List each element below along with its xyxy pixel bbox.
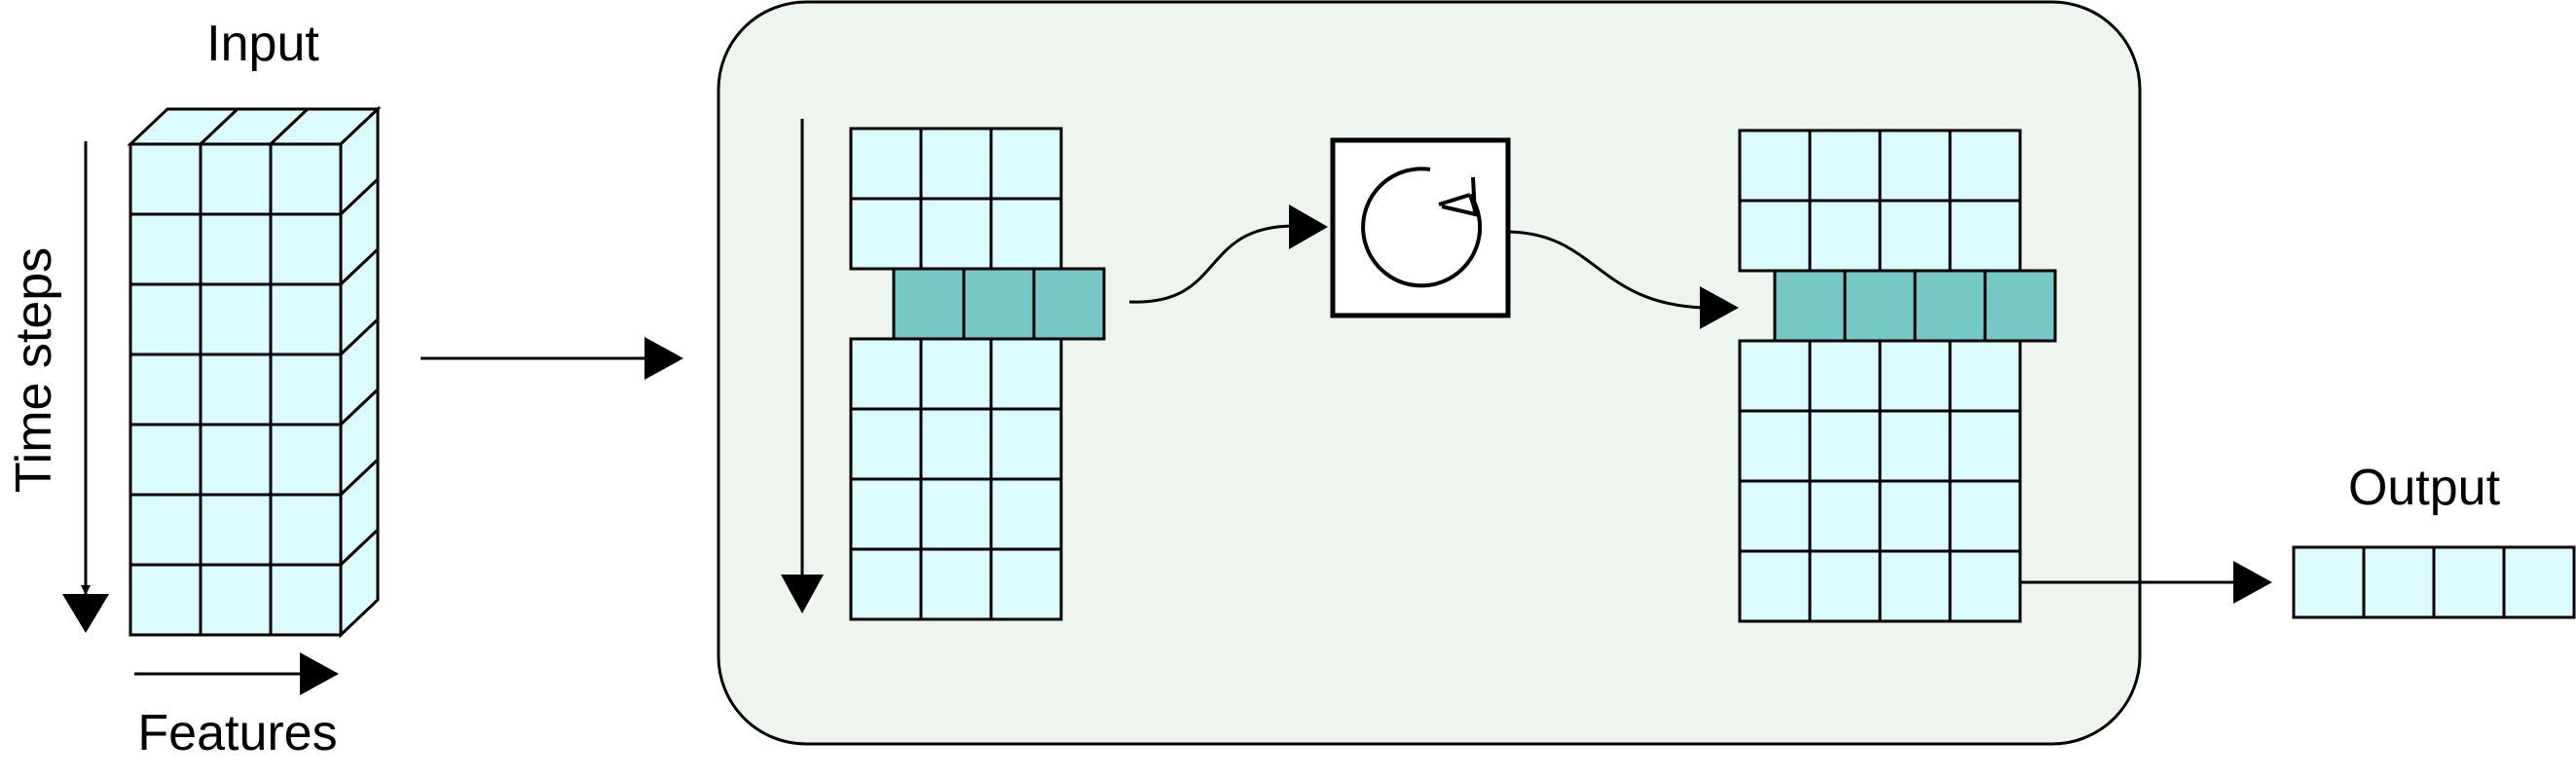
input-sequence-block [849,127,1106,621]
hidden-state-cell [1878,479,1952,553]
highlighted-time-step-cell [1983,269,2057,343]
sequence-cell [919,407,993,481]
hidden-state-cell [1738,199,1812,273]
input-cell [199,352,273,427]
input-cell [199,142,273,216]
highlighted-time-step-cell [1843,269,1917,343]
input-cell [269,352,343,427]
sequence-cell [849,407,923,481]
sequence-cell [919,197,993,271]
output-label: Output [2348,460,2501,516]
time-steps-arrowhead [62,594,109,633]
from-cell-arrowhead [1700,286,1739,329]
sequence-cell [989,407,1063,481]
input-cell [129,493,202,567]
input-cell [199,493,273,567]
hidden-state-cell [1948,549,2022,623]
to-cell-arrowhead [1289,204,1328,249]
output-vector [2292,545,2576,619]
hidden-state-cell [1948,199,2022,273]
input-cell [269,563,343,637]
hidden-state-cell [1808,549,1882,623]
hidden-state-cell [1808,129,1882,203]
input-cell [199,563,273,637]
output-cell [2292,545,2366,619]
hidden-state-cell [1878,129,1952,203]
input-cell [129,282,202,356]
input-tensor [127,105,382,639]
input-cell [269,423,343,497]
to-cell-curve [1128,224,1296,304]
sequence-cell [989,547,1063,621]
sequence-cell [989,127,1063,201]
sequence-cell [919,547,993,621]
input-cell [199,423,273,497]
output-cell [2502,545,2576,619]
hidden-state-cell [1878,199,1952,273]
input-cell [129,352,202,427]
sequence-cell [919,477,993,551]
features-label: Features [137,705,337,761]
hidden-state-cell [1808,339,1882,413]
highlighted-time-step-cell [892,267,966,341]
sequence-cell [849,127,923,201]
hidden-state-cell [1738,549,1812,623]
hidden-state-cell [1878,549,1952,623]
highlighted-time-step-cell [1773,269,1847,343]
time-steps-label: Time steps [6,247,62,493]
output-cell [2362,545,2436,619]
sequence-cell [989,477,1063,551]
sequence-cell [919,337,993,411]
input-label: Input [206,16,319,72]
hidden-state-cell [1948,129,2022,203]
input-cell [269,212,343,286]
sequence-cell [849,547,923,621]
input-cell [199,282,273,356]
input-cell [129,142,202,216]
sequence-cell [849,197,923,271]
to-output-arrowhead [2233,561,2272,604]
recurrent-cell [1330,137,1511,318]
from-cell-curve [1508,230,1705,310]
sequence-cell [989,197,1063,271]
input-cell [269,493,343,567]
hidden-state-cell [1808,409,1882,483]
highlighted-time-step-cell [1032,267,1106,341]
hidden-state-cell [1808,479,1882,553]
sequence-cell [849,477,923,551]
sequence-cell [989,337,1063,411]
input-cell [129,563,202,637]
hidden-state-cell [1948,409,2022,483]
input-cell [129,212,202,286]
hidden-state-block [1738,129,2057,623]
input-cell [269,142,343,216]
sequence-cell [919,127,993,201]
sequence-cell [849,337,923,411]
highlighted-time-step-cell [962,267,1036,341]
input-tensor-top-face [127,107,382,146]
hidden-state-cell [1738,479,1812,553]
hidden-state-cell [1878,409,1952,483]
features-arrowhead [300,652,339,695]
hidden-state-cell [1738,129,1812,203]
hidden-state-cell [1878,339,1952,413]
highlighted-time-step-cell [1913,269,1987,343]
input-tensor-side-face [339,105,380,639]
input-cell [199,212,273,286]
input-cell [129,423,202,497]
hidden-state-cell [1948,479,2022,553]
input-tensor-front-face [129,142,343,637]
hidden-state-cell [1738,339,1812,413]
panel-time-arrowhead [781,575,824,613]
hidden-state-cell [1808,199,1882,273]
output-cell [2432,545,2506,619]
circular-arrow-icon [1361,167,1483,288]
hidden-state-cell [1948,339,2022,413]
hidden-state-cell [1738,409,1812,483]
input-to-rnn-arrowhead [644,337,683,380]
input-cell [269,282,343,356]
